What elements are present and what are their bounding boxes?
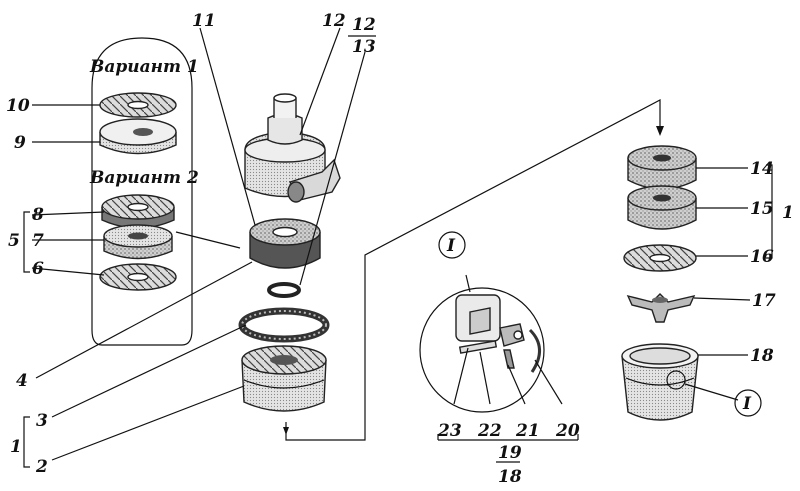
part-11-filter-element	[249, 218, 321, 269]
label-11: 11	[192, 11, 216, 31]
callout-I-top: I	[438, 231, 466, 259]
part-10-ribbed-disc	[99, 92, 177, 118]
label-22: 22	[477, 421, 502, 441]
label-18: 18	[750, 346, 774, 366]
label-1-left: 1	[10, 437, 22, 457]
label-12-fraction-top: 12	[352, 15, 376, 35]
label-23: 23	[437, 421, 462, 441]
part-2-bowl	[241, 345, 327, 412]
part-18-outer-bowl	[621, 343, 699, 421]
label-15: 15	[750, 199, 774, 219]
label-2: 2	[35, 457, 48, 477]
part-8-grated-ring	[101, 194, 175, 229]
label-8: 8	[31, 205, 44, 225]
label-10: 10	[6, 96, 30, 116]
part-15-felt-ring	[627, 185, 697, 230]
label-18-fraction-bottom: 18	[498, 467, 522, 487]
part-3-gasket-ring	[238, 307, 330, 343]
label-14: 14	[750, 159, 774, 179]
part-9-felt-washer	[99, 118, 177, 155]
part-17-spider-bracket	[626, 293, 696, 323]
label-19-fraction-top: 19	[498, 443, 522, 463]
label-4: 4	[16, 371, 28, 391]
callout-I-bottom: I	[734, 389, 762, 417]
variant-1-title: Вариант 1	[89, 57, 199, 77]
svg-text:I: I	[742, 394, 752, 414]
part-16-grated-disc	[623, 244, 697, 272]
part-7-filter-element	[103, 224, 173, 260]
part-14-felt-ring	[627, 145, 697, 190]
detail-view-I	[419, 287, 545, 413]
label-3: 3	[36, 411, 48, 431]
label-7: 7	[32, 231, 44, 251]
label-20: 20	[555, 421, 580, 441]
leader-lines	[23, 27, 773, 468]
label-21: 21	[515, 421, 540, 441]
svg-text:I: I	[446, 236, 456, 256]
part-13-o-ring	[267, 282, 301, 298]
label-12: 12	[322, 11, 346, 31]
label-1-right: 1	[782, 203, 794, 223]
label-9: 9	[14, 133, 26, 153]
label-13-fraction-bottom: 13	[352, 37, 376, 57]
part-12-housing-cap	[244, 93, 341, 203]
label-16: 16	[750, 247, 774, 267]
variant-capsule-outline	[91, 37, 193, 346]
variant-2-title: Вариант 2	[89, 168, 199, 188]
label-6: 6	[32, 259, 44, 279]
label-5: 5	[8, 231, 20, 251]
part-6-grated-disc	[99, 263, 177, 291]
label-17: 17	[752, 291, 776, 311]
